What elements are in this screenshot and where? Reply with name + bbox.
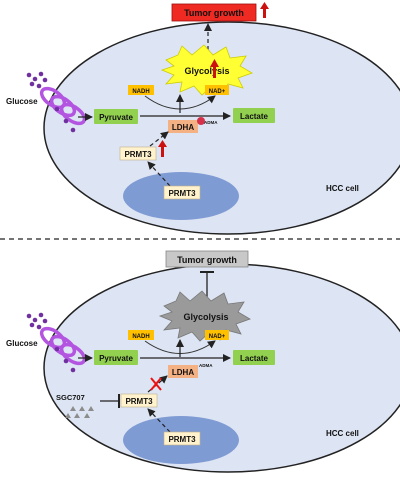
top-nadplus-label: NAD+ — [209, 89, 226, 95]
top-ldha-label: LDHA — [172, 123, 194, 132]
bottom-glycolysis-label: Glycolysis — [183, 312, 228, 322]
top-glycolysis-burst-icon — [160, 44, 253, 96]
bottom-glucose-transporter-icon — [39, 326, 87, 366]
bottom-inhibition-bar-icon — [200, 271, 214, 300]
bottom-lactate-label: Lactate — [240, 354, 269, 363]
top-glycolysis-up-arrow-icon — [210, 59, 219, 78]
bottom-lactate-box — [233, 350, 275, 365]
top-lactate-box — [233, 108, 275, 123]
bottom-prmt3-label: PRMT3 — [125, 397, 153, 406]
bottom-pyruvate-label: Pyruvate — [99, 354, 133, 363]
bottom-sgc707-label: SGC707 — [56, 393, 85, 402]
top-tumor-growth-label: Tumor growth — [184, 8, 244, 18]
bottom-tumor-growth-label: Tumor growth — [177, 255, 237, 265]
top-pyruvate-box — [94, 109, 138, 124]
top-prmt3-box — [119, 146, 157, 161]
bottom-prmt3-box — [120, 393, 158, 408]
bottom-tumor-growth-box — [165, 250, 249, 268]
bottom-ldha-box — [168, 365, 198, 378]
bottom-pyruvate-box — [94, 350, 138, 365]
top-nadh-label: NADH — [132, 89, 149, 95]
bottom-nadplus-box — [205, 330, 229, 340]
bottom-panel: Tumor growth Glycolysis NADH NAD+ Glucos… — [6, 250, 400, 473]
top-glucose-transporter-icon — [39, 86, 87, 126]
top-nucleus-to-prmt3-arrow — [147, 161, 171, 187]
bottom-sgc707-triangle-icon — [65, 406, 94, 418]
bottom-nadh-label: NADH — [132, 334, 149, 340]
top-tumor-up-arrow-icon — [260, 2, 269, 18]
bottom-ldha-label: LDHA — [172, 368, 194, 377]
bottom-glucose-molecule-icon — [26, 312, 76, 373]
top-glycolysis-label: Glycolysis — [184, 66, 229, 76]
top-nadplus-box — [205, 85, 229, 95]
bottom-inhibition-x-icon — [150, 377, 162, 391]
bottom-cell-label: HCC cell — [326, 429, 359, 438]
top-prmt3-to-ldha-arrow — [149, 131, 169, 147]
top-nucleus-prmt3-box — [163, 185, 201, 200]
bottom-sgc707-inhibition-bar-icon — [100, 394, 120, 408]
bottom-glycolysis-burst-icon — [158, 290, 251, 342]
top-glucose-molecule-icon — [26, 71, 76, 133]
bottom-glucose-label: Glucose — [6, 339, 38, 348]
top-nadh-box — [128, 85, 154, 95]
top-ldha-box — [168, 120, 198, 133]
bottom-nadplus-label: NAD+ — [209, 334, 226, 340]
top-lactate-label: Lactate — [240, 112, 269, 121]
top-pyruvate-label: Pyruvate — [99, 113, 133, 122]
bottom-nucleus-prmt3-box — [163, 431, 201, 446]
bottom-adma-label: ADMA — [199, 363, 213, 368]
top-prmt3-up-arrow-icon — [158, 140, 167, 157]
top-nucleus-prmt3-label: PRMT3 — [168, 189, 196, 198]
top-glucose-label: Glucose — [6, 97, 38, 106]
bottom-nucleus-to-prmt3-arrow — [147, 408, 171, 433]
top-cell — [43, 21, 400, 235]
bottom-nadh-box — [128, 330, 154, 340]
top-panel: Tumor growth Glycolysis NADH NAD+ — [6, 2, 400, 235]
top-adma-label: ADMA — [204, 120, 218, 125]
top-tumor-growth-box — [171, 3, 257, 22]
top-cell-label: HCC cell — [326, 184, 359, 193]
top-adma-mark — [197, 117, 205, 125]
top-prmt3-label: PRMT3 — [124, 150, 152, 159]
bottom-nucleus-prmt3-label: PRMT3 — [168, 435, 196, 444]
